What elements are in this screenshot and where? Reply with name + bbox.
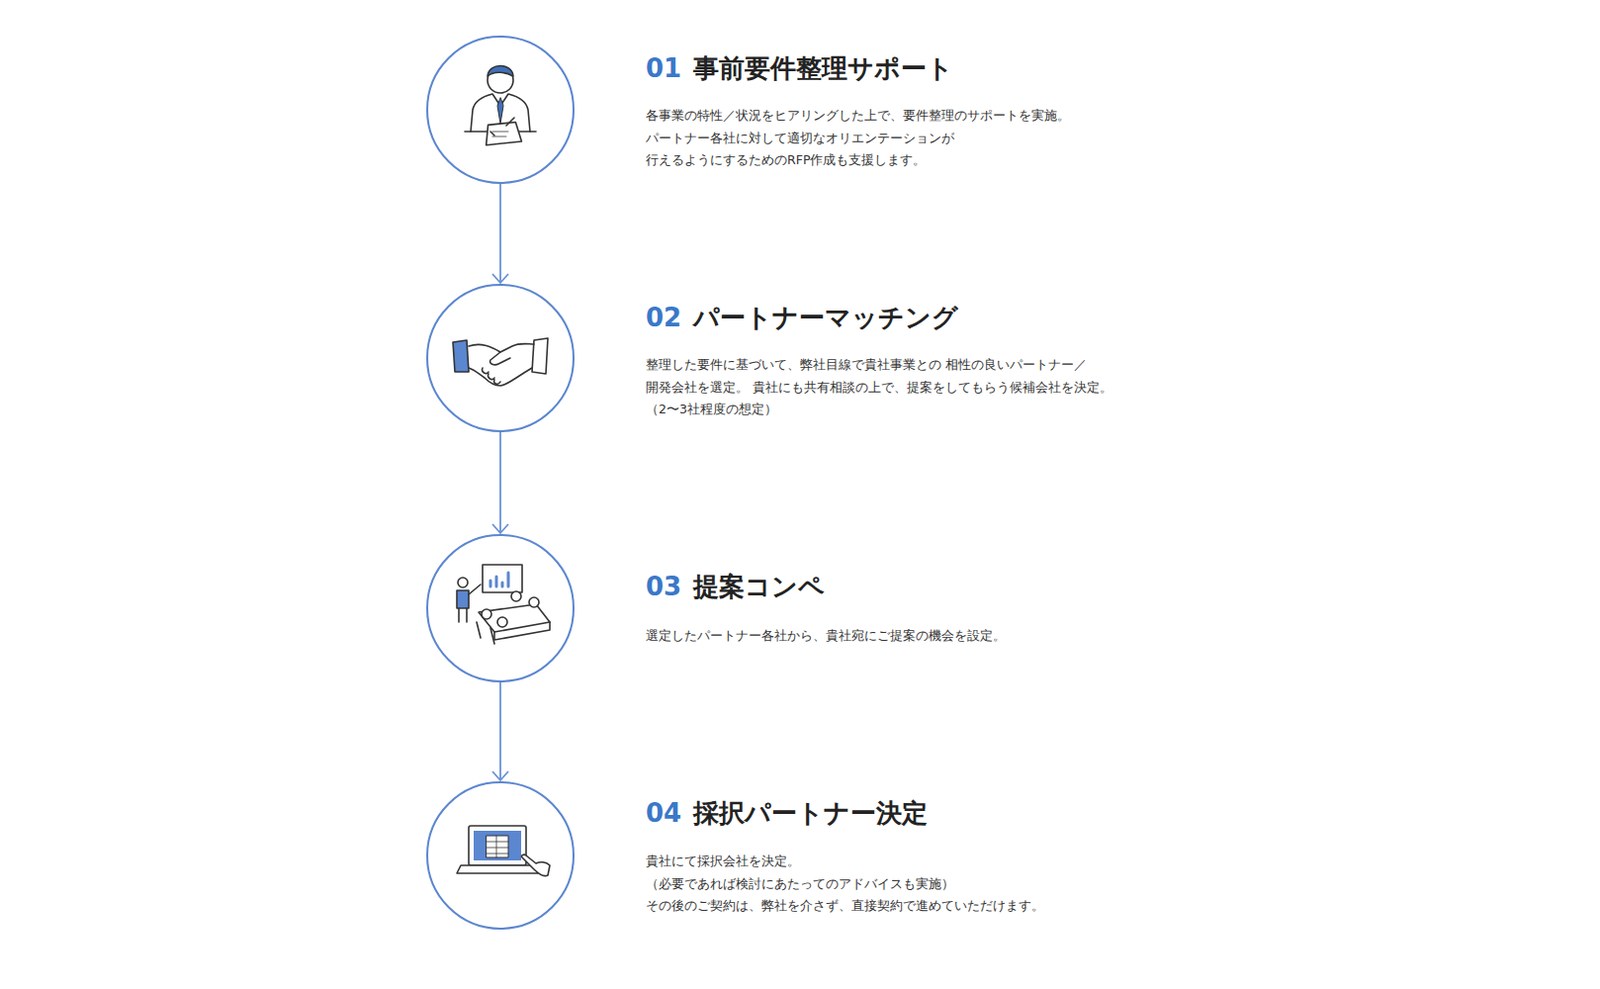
handshake-icon bbox=[452, 338, 548, 386]
step-number: 02 bbox=[645, 302, 682, 333]
laptop-icon bbox=[456, 825, 550, 877]
person-icon bbox=[464, 66, 536, 146]
arrow-line bbox=[499, 682, 502, 781]
arrow-line bbox=[499, 432, 502, 534]
step-number: 03 bbox=[645, 571, 682, 602]
step-circle: 01事前要件整理サポート各事業の特性／状況をヒアリングした上で、要件整理のサポー… bbox=[426, 35, 575, 184]
step-number: 04 bbox=[645, 798, 682, 828]
step-title: 提案コンペ bbox=[693, 569, 825, 605]
arrow-head bbox=[492, 524, 509, 534]
step-heading: 03 提案コンペ bbox=[645, 569, 825, 605]
arrow-head bbox=[492, 771, 509, 781]
step-title: 採択パートナー決定 bbox=[693, 796, 928, 831]
flow-arrow bbox=[492, 432, 509, 534]
step-description: 各事業の特性／状況をヒアリングした上で、要件整理のサポートを実施。 パートナー各… bbox=[645, 104, 1160, 173]
arrow-head bbox=[492, 273, 509, 283]
step-title: 事前要件整理サポート bbox=[693, 51, 954, 87]
meeting-icon bbox=[456, 564, 550, 644]
flow-arrow bbox=[492, 682, 509, 781]
arrow-line bbox=[499, 183, 502, 283]
step-circle: 04採択パートナー決定貴社にて採択会社を決定。 （必要であれば検討にあたってのア… bbox=[426, 781, 575, 930]
step-description: 選定したパートナー各社から、貴社宛にご提案の機会を設定。 bbox=[645, 624, 1160, 648]
step-circle: 03提案コンペ選定したパートナー各社から、貴社宛にご提案の機会を設定。 bbox=[426, 533, 575, 683]
step-description: 貴社にて採択会社を決定。 （必要であれば検討にあたってのアドバイスも実施） その… bbox=[645, 850, 1062, 918]
step-heading: 02 パートナーマッチング bbox=[645, 300, 959, 336]
flow-arrow bbox=[492, 183, 509, 283]
step-heading: 04 採択パートナー決定 bbox=[645, 796, 928, 831]
step-heading: 01 事前要件整理サポート bbox=[645, 51, 954, 87]
step-circle: 02パートナーマッチング整理した要件に基づいて、弊社目線で貴社事業との 相性の良… bbox=[426, 283, 575, 433]
step-number: 01 bbox=[645, 53, 682, 84]
step-title: パートナーマッチング bbox=[693, 300, 959, 336]
step-description: 整理した要件に基づいて、弊社目線で貴社事業との 相性の良いパートナー／開発会社を… bbox=[645, 354, 1146, 422]
